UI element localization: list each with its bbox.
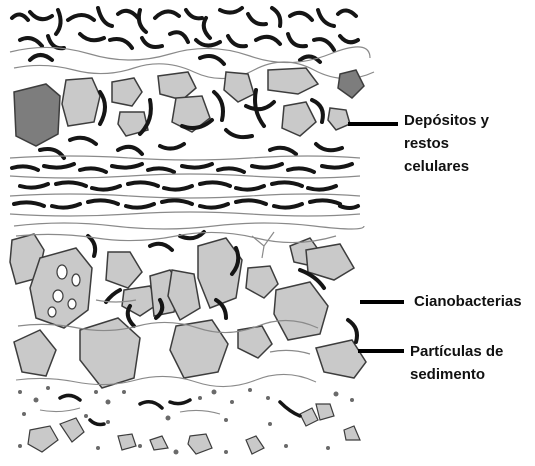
cyanobacteria-label: Cianobacterias	[414, 290, 522, 313]
bottom-thin-lines	[16, 374, 316, 414]
deposits-label: Depósitos y restos celulares	[404, 109, 535, 178]
deposit-particle-layer	[14, 68, 364, 146]
cyanobacteria-mat-band	[12, 164, 358, 208]
bottom-filaments	[60, 395, 300, 424]
bottom-small-particles	[28, 404, 360, 454]
sediment-label: Partículas de sedimento	[410, 340, 503, 386]
surface-filament-layer	[12, 8, 358, 64]
sediment-particle-layer	[10, 234, 366, 388]
